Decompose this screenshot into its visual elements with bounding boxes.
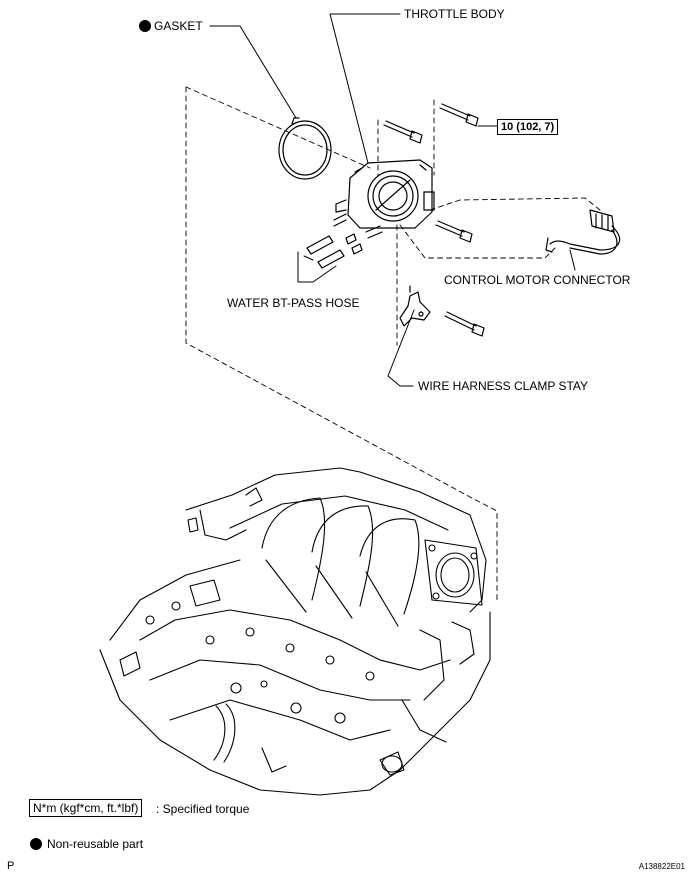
assembly-guide-lines [185, 86, 601, 601]
gasket-part [278, 117, 332, 180]
label-gasket: GASKET [154, 19, 203, 33]
label-throttle-body: THROTTLE BODY [404, 7, 505, 21]
legend-nonreusable-description: Non-reusable part [47, 837, 144, 851]
throttle-body-part [335, 159, 435, 229]
figure-code: A138822E01 [638, 862, 685, 871]
engine-assembly [99, 467, 491, 796]
legend-torque-unit: N*m (kgf*cm, ft.*lbf) [29, 799, 143, 817]
leader-lines [209, 13, 576, 387]
wire-harness-clamp-stay-part [399, 285, 431, 327]
water-bypass-hoses [306, 213, 383, 269]
torque-spec-box: 10 (102, 7) [497, 119, 559, 135]
label-wire-harness-clamp-stay: WIRE HARNESS CLAMP STAY [418, 379, 589, 393]
nonreusable-marker-icon [139, 20, 151, 32]
legend-torque-description: : Specified torque [156, 802, 250, 816]
control-motor-connector-part [545, 209, 621, 255]
footer-left-mark: P [7, 860, 15, 872]
legend-nonreusable-icon [30, 838, 42, 850]
label-control-motor-connector: CONTROL MOTOR CONNECTOR [444, 273, 631, 287]
label-water-bypass-hose: WATER BT-PASS HOSE [227, 296, 360, 310]
bolts [383, 103, 485, 337]
